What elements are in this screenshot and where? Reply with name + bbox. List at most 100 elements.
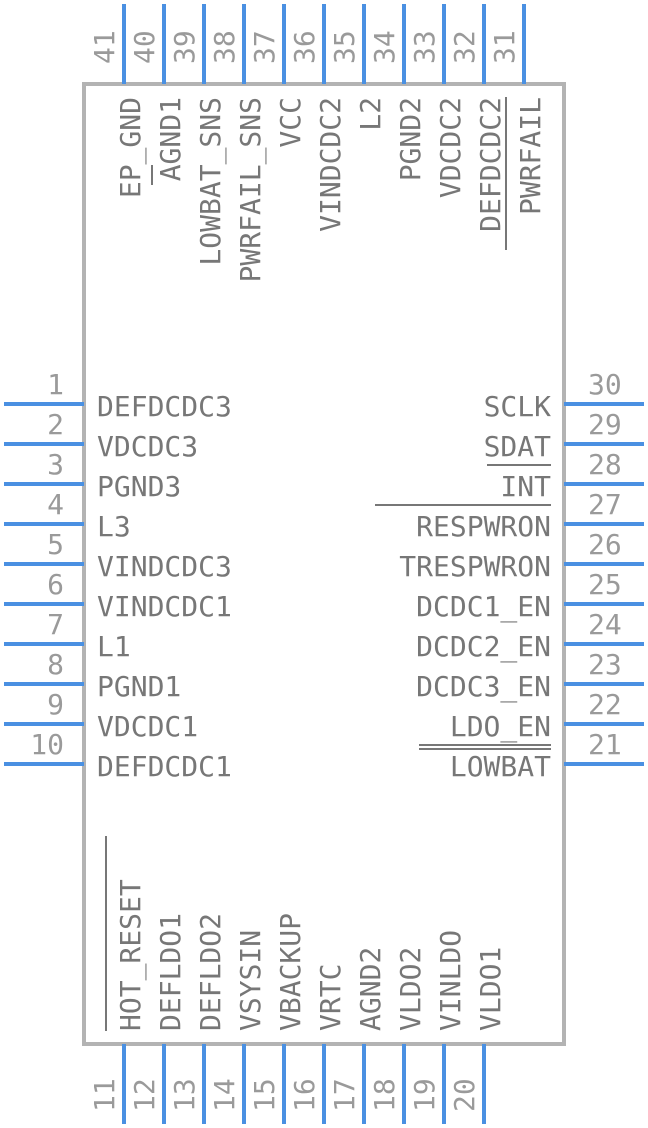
pin-40[interactable]: 40 AGND1 xyxy=(128,4,187,185)
pin-number: 35 xyxy=(328,30,361,64)
pin-28[interactable]: 28 INT xyxy=(487,448,644,503)
pin-6[interactable]: 6 VINDCDC1 xyxy=(4,568,232,623)
pin-number: 1 xyxy=(47,368,64,401)
pin-11[interactable]: 11 HOT_RESET xyxy=(88,836,148,1124)
pin-number: 17 xyxy=(328,1078,361,1112)
pin-12[interactable]: 12 DEFLDO1 xyxy=(128,913,187,1124)
pin-7[interactable]: 7 L1 xyxy=(4,608,131,663)
pin-label: VBACKUP xyxy=(274,913,307,1031)
pin-label: PWRFAIL_SNS xyxy=(234,97,268,282)
pin-number: 5 xyxy=(47,528,64,561)
pin-35[interactable]: 35 L2 xyxy=(328,4,387,131)
pin-label: PWRFAIL xyxy=(514,97,547,215)
pin-8[interactable]: 8 PGND1 xyxy=(4,648,181,703)
pin-label: DEFDCDC2 xyxy=(474,97,507,232)
pin-13[interactable]: 13 DEFLDO2 xyxy=(168,913,227,1124)
pin-20[interactable]: 20 VLDO1 xyxy=(448,947,507,1124)
pin-number: 19 xyxy=(408,1078,441,1112)
pin-4[interactable]: 4 L3 xyxy=(4,488,131,543)
pin-label: PGND2 xyxy=(394,97,427,181)
pin-36[interactable]: 36 VINDCDC2 xyxy=(288,4,347,232)
pin-38[interactable]: 38 PWRFAIL_SNS xyxy=(208,4,268,282)
pin-30[interactable]: 30 SCLK xyxy=(484,368,644,423)
pin-number: 25 xyxy=(588,568,622,601)
pin-25[interactable]: 25 DCDC1_EN xyxy=(416,568,644,624)
pin-22[interactable]: 22 LDO_EN xyxy=(419,688,644,746)
pin-34[interactable]: 34 PGND2 xyxy=(368,4,427,181)
pin-label: DEFLDO2 xyxy=(194,913,227,1031)
pin-number: 12 xyxy=(128,1078,161,1112)
pin-number: 36 xyxy=(288,30,321,64)
pin-14[interactable]: 14 VSYSIN xyxy=(208,930,267,1124)
pin-26[interactable]: 26 TRESPWRON xyxy=(399,528,644,583)
pin-number: 23 xyxy=(588,648,622,681)
pin-24[interactable]: 24 DCDC2_EN xyxy=(416,608,644,664)
pin-2[interactable]: 2 VDCDC3 xyxy=(4,408,198,463)
pin-18[interactable]: 18 VLDO2 xyxy=(368,947,427,1124)
pin-label: EP_GND xyxy=(114,97,148,198)
pin-label: VRTC xyxy=(314,964,347,1031)
pin-1[interactable]: 1 DEFDCDC3 xyxy=(4,368,232,423)
pin-39[interactable]: 39 LOWBAT_SNS xyxy=(168,4,228,266)
pin-label: LDO_EN xyxy=(450,710,551,744)
pin-label: VDCDC3 xyxy=(97,430,198,463)
pin-number: 21 xyxy=(588,728,622,761)
pin-label: DEFDCDC1 xyxy=(97,750,232,783)
pin-label: VINDCDC1 xyxy=(97,590,232,623)
pin-number: 31 xyxy=(488,30,521,64)
pin-label: VLDO1 xyxy=(474,947,507,1031)
pin-number: 8 xyxy=(47,648,64,681)
pin-3[interactable]: 3 PGND3 xyxy=(4,448,181,503)
pin-label: LOWBAT_SNS xyxy=(194,97,228,266)
pin-number: 29 xyxy=(588,408,622,441)
pin-number: 18 xyxy=(368,1078,401,1112)
pin-label: PGND1 xyxy=(97,670,181,703)
pin-number: 7 xyxy=(47,608,64,641)
pin-19[interactable]: 19 VINLDO xyxy=(408,930,467,1124)
pin-number: 14 xyxy=(208,1078,241,1112)
bottom-pins: 11 HOT_RESET 12 DEFLDO1 13 DEFLDO2 14 VS… xyxy=(88,836,507,1124)
pin-33[interactable]: 33 VDCDC2 xyxy=(408,4,467,198)
pin-label: PGND3 xyxy=(97,470,181,503)
pin-number: 37 xyxy=(248,30,281,64)
pin-label: SDAT xyxy=(484,430,552,463)
pin-number: 32 xyxy=(448,30,481,64)
pin-21[interactable]: 21 LOWBAT xyxy=(419,728,644,783)
pin-number: 10 xyxy=(30,728,64,761)
pin-label: VSYSIN xyxy=(234,930,267,1031)
pin-32[interactable]: 32 DEFDCDC2 xyxy=(448,4,507,232)
pin-number: 28 xyxy=(588,448,622,481)
pin-label: INT xyxy=(500,470,551,503)
pin-41[interactable]: 41 EP_GND xyxy=(88,4,148,198)
pin-number: 15 xyxy=(248,1078,281,1112)
pin-label: VDCDC1 xyxy=(97,710,198,743)
pin-5[interactable]: 5 VINDCDC3 xyxy=(4,528,232,583)
pin-15[interactable]: 15 VBACKUP xyxy=(248,913,307,1124)
pin-number: 6 xyxy=(47,568,64,601)
pin-29[interactable]: 29 SDAT xyxy=(484,408,644,463)
pin-number: 34 xyxy=(368,30,401,64)
pin-number: 40 xyxy=(128,30,161,64)
pin-number: 2 xyxy=(47,408,64,441)
pin-number: 4 xyxy=(47,488,64,521)
pin-23[interactable]: 23 DCDC3_EN xyxy=(416,648,644,704)
pin-number: 27 xyxy=(588,488,622,521)
pin-number: 20 xyxy=(448,1078,481,1112)
pin-10[interactable]: 10 DEFDCDC1 xyxy=(4,728,232,783)
pin-label: DCDC1_EN xyxy=(416,590,551,624)
pin-31[interactable]: 31 PWRFAIL xyxy=(488,4,547,250)
pin-label: L3 xyxy=(97,510,131,543)
pin-16[interactable]: 16 VRTC xyxy=(288,964,347,1124)
pin-label: L2 xyxy=(354,97,387,131)
pin-27[interactable]: 27 RESPWRON xyxy=(375,488,644,543)
pin-number: 9 xyxy=(47,688,64,721)
ic-body xyxy=(82,82,566,1046)
pin-label: TRESPWRON xyxy=(399,550,551,583)
pin-label: AGND2 xyxy=(354,947,387,1031)
pin-9[interactable]: 9 VDCDC1 xyxy=(4,688,198,743)
pin-17[interactable]: 17 AGND2 xyxy=(328,947,387,1124)
pin-37[interactable]: 37 VCC xyxy=(248,4,307,148)
pin-label: L1 xyxy=(97,630,131,663)
pin-number: 24 xyxy=(588,608,622,641)
